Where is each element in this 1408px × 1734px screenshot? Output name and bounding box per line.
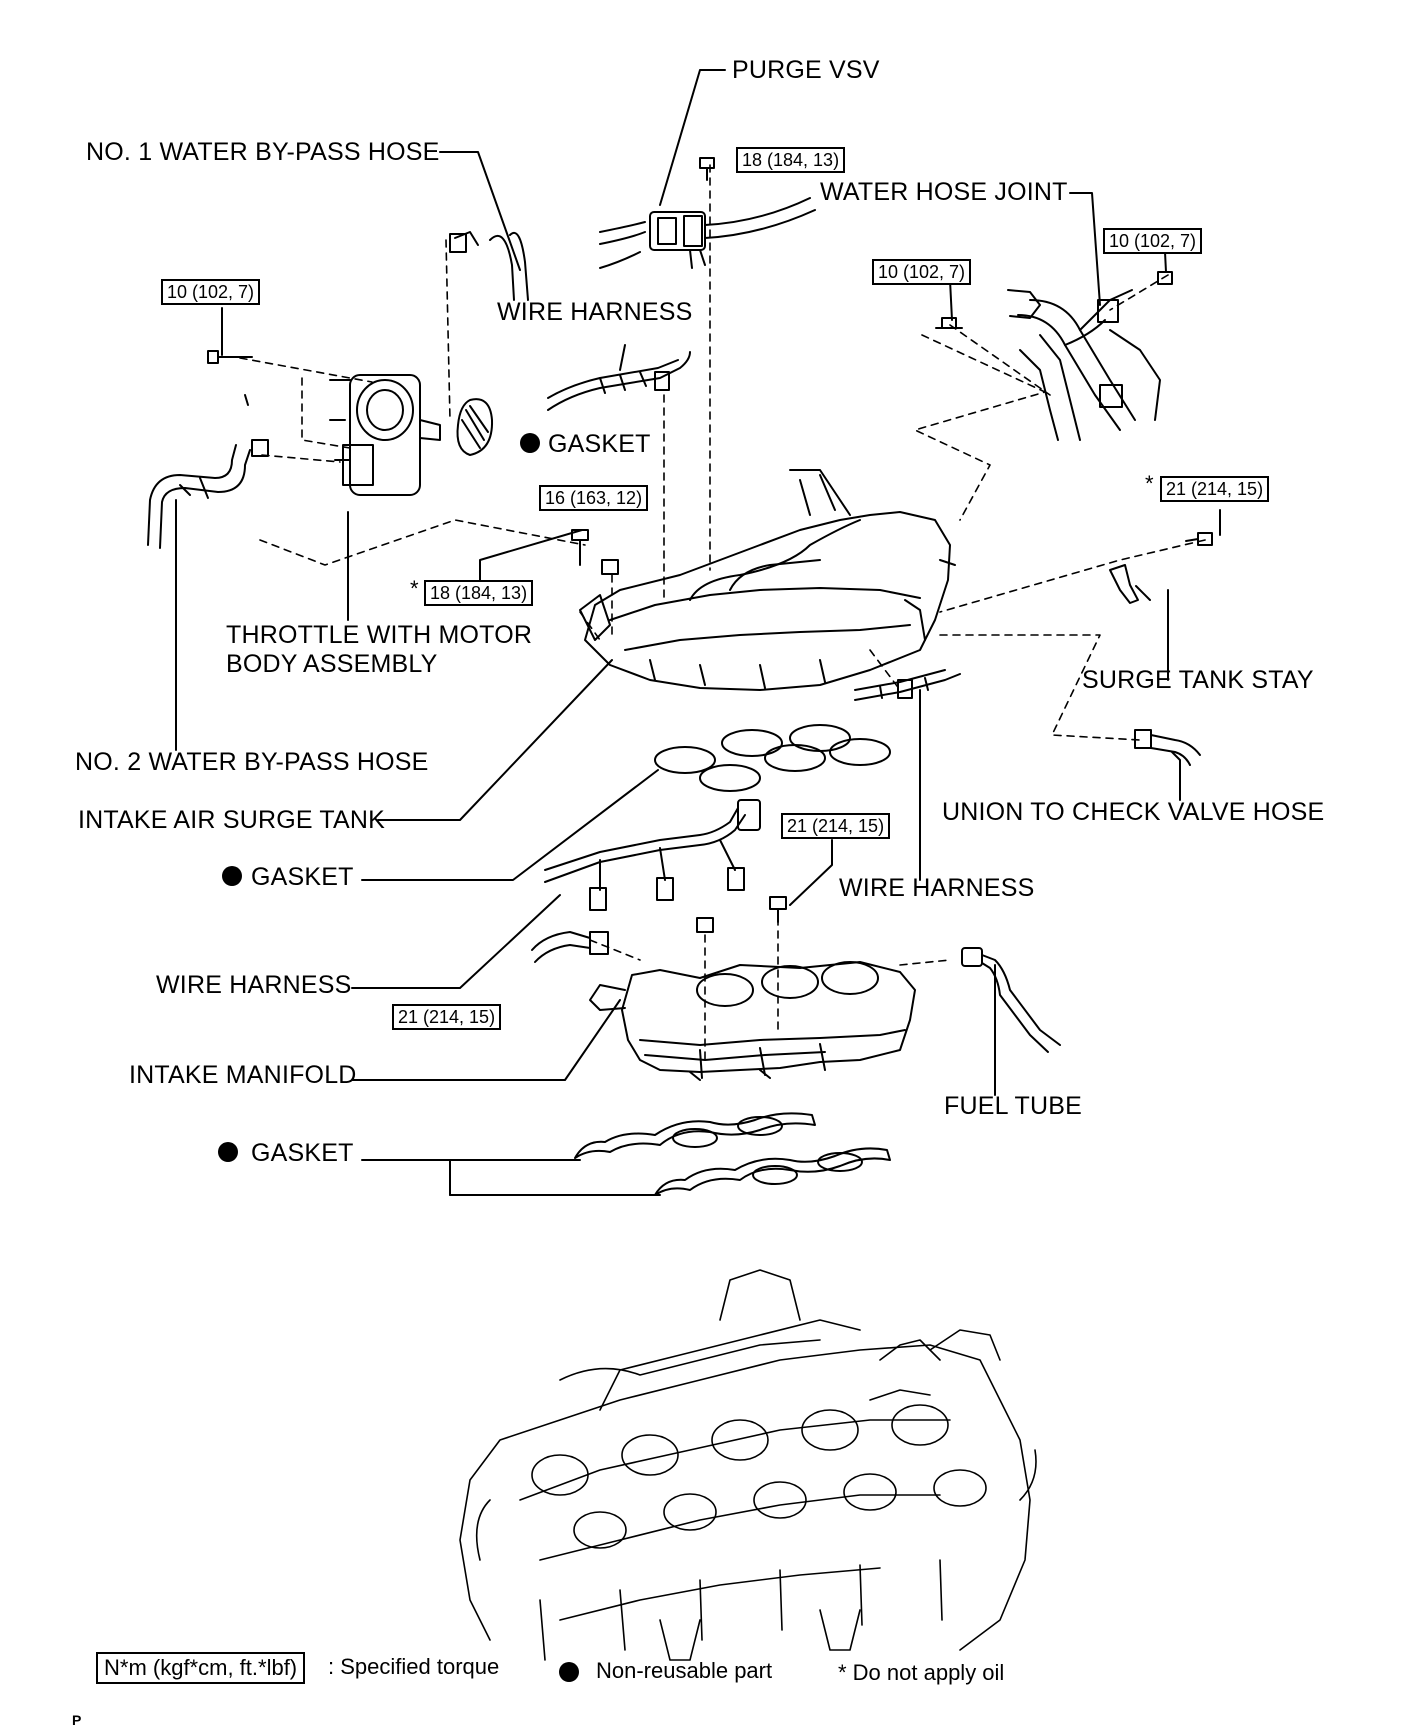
engine-locator-view — [459, 1269, 1037, 1661]
no2-water-bypass-hose — [147, 439, 269, 549]
label-no1-water-bypass-hose: NO. 1 WATER BY-PASS HOSE — [86, 138, 440, 166]
label-water-hose-joint: WATER HOSE JOINT — [820, 178, 1068, 206]
label-wire-harness-left: WIRE HARNESS — [156, 971, 352, 999]
label-intake-air-surge-tank: INTAKE AIR SURGE TANK — [78, 806, 386, 834]
label-wire-harness-right: WIRE HARNESS — [839, 874, 1035, 902]
nonreusable-legend-icon — [559, 1662, 579, 1682]
intake-air-surge-tank — [579, 469, 956, 691]
nut-manifold — [696, 917, 714, 933]
label-gasket-throttle: GASKET — [548, 430, 651, 458]
bolt-manifold — [769, 896, 787, 923]
label-gasket-bottom: GASKET — [251, 1139, 354, 1167]
torque-manifold-nut: 21 (214, 15) — [392, 1004, 502, 1030]
torque-water-joint-bolt-a: 10 (102, 7) — [872, 259, 972, 285]
legend-no-oil: * Do not apply oil — [838, 1660, 1005, 1685]
torque-purge-bolt: 18 (184, 13) — [736, 147, 846, 173]
leader-lines — [175, 69, 1221, 1196]
torque-stay-bolt: 21 (214, 15) — [1160, 476, 1270, 502]
bolt-surge-stay — [1185, 532, 1213, 546]
gasket-bottom — [574, 1112, 891, 1196]
fuel-tube — [961, 947, 1061, 1053]
throttle-body — [329, 374, 441, 496]
torque-manifold-bolt: 21 (214, 15) — [781, 813, 891, 839]
legend-torque-box: N*m (kgf*cm, ft.*lbf) — [96, 1652, 306, 1684]
torque-water-joint-bolt-b: 10 (102, 7) — [1103, 228, 1203, 254]
legend-torque-text: : Specified torque — [328, 1654, 500, 1679]
bolt-purge — [699, 157, 715, 181]
legend-nonreusable: Non-reusable part — [596, 1658, 773, 1683]
bolt-water-joint-a — [935, 317, 963, 329]
torque-surge-nut: 16 (163, 12) — [539, 485, 649, 511]
label-wire-harness-top: WIRE HARNESS — [497, 298, 693, 326]
nonreusable-mark-icon — [520, 433, 540, 453]
surge-tank-stay — [1109, 564, 1139, 604]
torque-throttle-bolt: 10 (102, 7) — [161, 279, 261, 305]
no-oil-asterisk: * — [410, 576, 419, 601]
throttle-gasket — [456, 398, 494, 456]
nonreusable-mark-icon — [222, 866, 242, 886]
no-oil-asterisk: * — [1145, 471, 1154, 496]
label-gasket-middle: GASKET — [251, 863, 354, 891]
label-fuel-tube: FUEL TUBE — [944, 1092, 1082, 1120]
wire-harness-lower — [531, 931, 609, 963]
no1-water-bypass-hose — [449, 231, 529, 301]
label-throttle-line2: BODY ASSEMBLY — [226, 650, 438, 678]
nut-surge-tank — [601, 559, 619, 575]
bolt-surge-tank — [571, 529, 589, 566]
intake-manifold — [589, 961, 916, 1081]
label-no2-water-bypass-hose: NO. 2 WATER BY-PASS HOSE — [75, 748, 429, 776]
union-check-valve-hose — [1134, 729, 1201, 766]
wire-harness-injector — [544, 799, 761, 911]
wire-harness-top — [547, 344, 691, 411]
torque-surge-bolt: 18 (184, 13) — [424, 580, 534, 606]
label-surge-tank-stay: SURGE TANK STAY — [1082, 666, 1314, 694]
bolt-throttle — [207, 350, 253, 364]
purge-vsv — [599, 197, 816, 269]
nonreusable-mark-icon — [218, 1142, 238, 1162]
label-union-check-valve-hose: UNION TO CHECK VALVE HOSE — [942, 798, 1325, 826]
gasket-middle — [654, 724, 891, 792]
bolt-water-joint-b — [1157, 271, 1173, 285]
label-throttle-line1: THROTTLE WITH MOTOR — [226, 621, 533, 649]
wire-harness-right — [854, 669, 961, 701]
dashed-assembly-lines — [239, 164, 1206, 1061]
water-hose-joint — [1007, 289, 1161, 441]
label-purge-vsv: PURGE VSV — [732, 56, 880, 84]
label-intake-manifold: INTAKE MANIFOLD — [129, 1061, 357, 1089]
page-mark: P — [72, 1712, 82, 1728]
